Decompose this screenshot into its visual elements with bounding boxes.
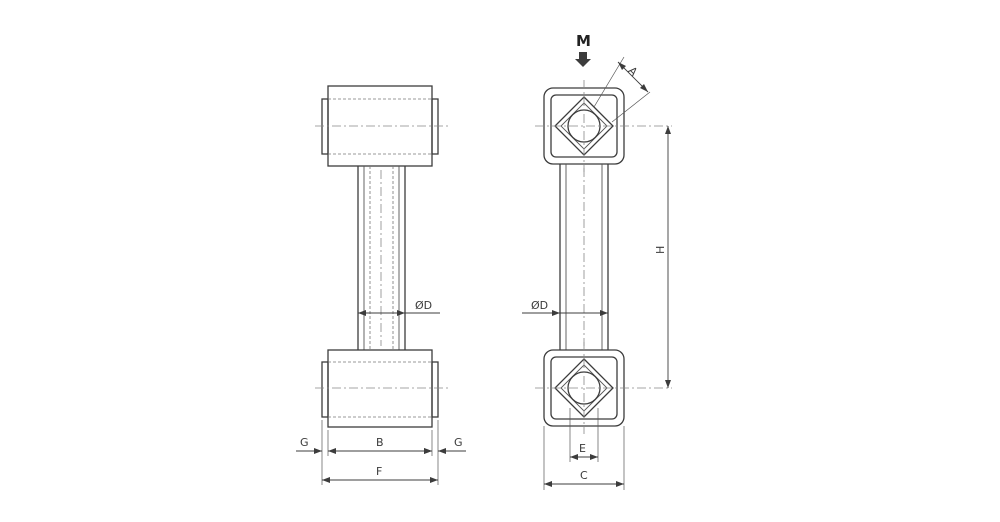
dimension-a: A	[593, 56, 651, 123]
dimension-e: E	[569, 408, 599, 462]
dimension-h: H	[654, 126, 671, 388]
load-direction-indicator: M	[575, 32, 591, 67]
label-h: H	[654, 246, 667, 254]
label-c: C	[580, 469, 588, 482]
front-view-shaft	[559, 164, 609, 350]
side-view-shaft	[357, 166, 406, 350]
label-g-left: G	[300, 436, 309, 449]
front-view-bottom-head	[535, 342, 672, 434]
label-f: F	[376, 465, 382, 478]
front-view-top-head	[535, 80, 672, 172]
dimension-diameter-front: ØD	[522, 299, 608, 316]
dimension-g-right: G	[424, 436, 466, 454]
side-view-extension-lines	[321, 420, 439, 485]
dimension-diameter-side: ØD	[358, 299, 440, 316]
side-view: ØD G B G	[296, 85, 466, 485]
label-diameter-front: ØD	[531, 299, 548, 312]
side-view-bottom-block	[315, 349, 448, 428]
dimension-c: C	[543, 426, 625, 490]
side-view-top-block	[315, 85, 448, 167]
label-g-right: G	[454, 436, 463, 449]
label-e: E	[579, 442, 586, 455]
dimension-f: F	[322, 465, 438, 483]
label-b: B	[376, 436, 384, 449]
label-diameter-side: ØD	[415, 299, 432, 312]
front-view: M	[522, 32, 672, 490]
dimension-b: B	[328, 436, 432, 454]
label-load-direction: M	[576, 32, 591, 50]
down-arrow-icon	[575, 52, 591, 67]
